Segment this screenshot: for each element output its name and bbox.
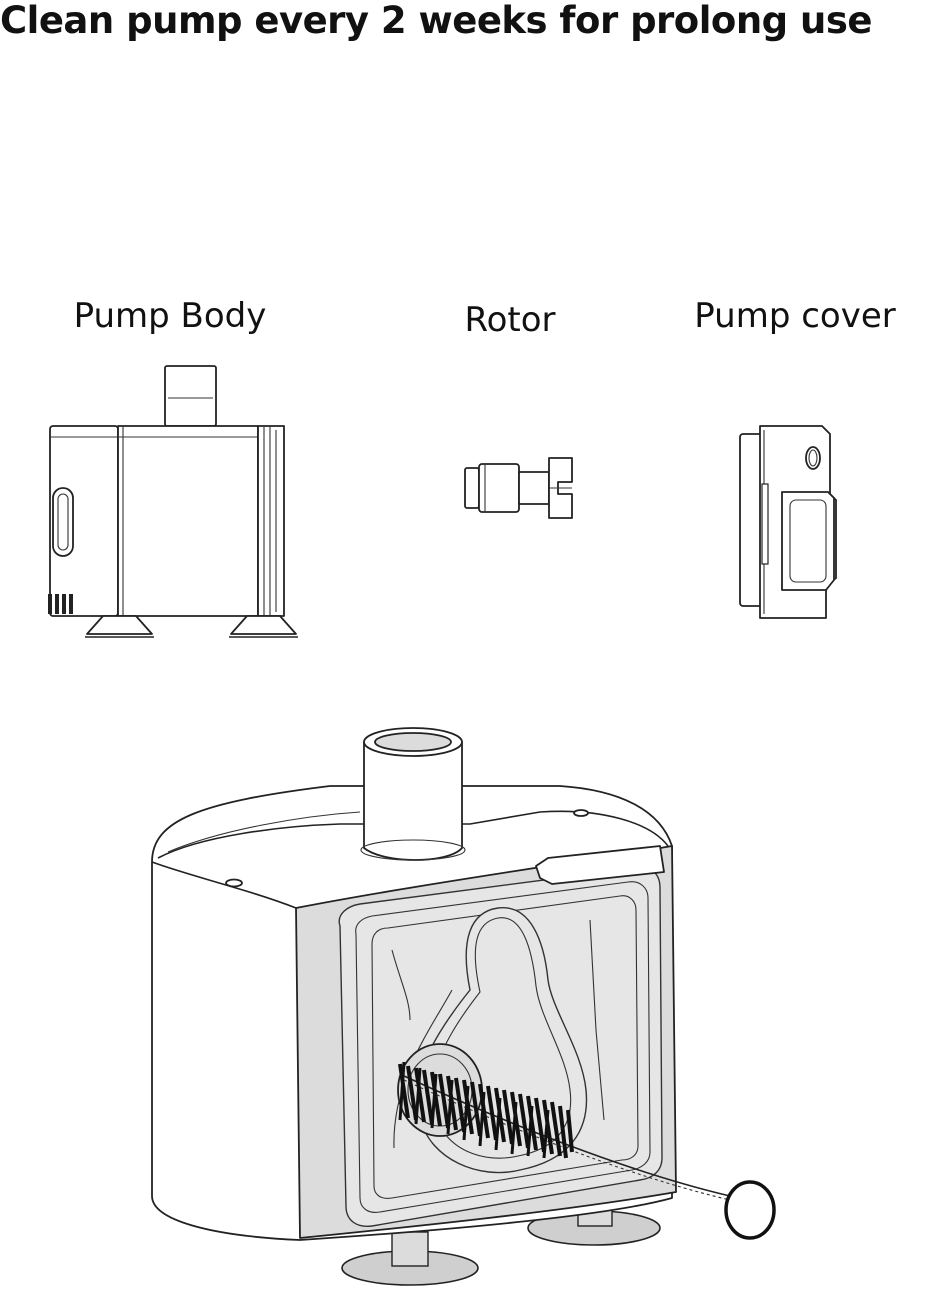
label-pump-cover: Pump cover [694,296,896,336]
pump-cleaning-illustration [151,727,776,1286]
rotor-drawing [464,457,573,519]
pump-body-drawing [48,365,298,638]
label-rotor: Rotor [464,300,556,340]
pump-cover-drawing [739,425,837,619]
page-title: Clean pump every 2 weeks for prolong use [0,0,873,42]
label-pump-body: Pump Body [73,296,267,336]
brush-bristles [398,1061,574,1159]
